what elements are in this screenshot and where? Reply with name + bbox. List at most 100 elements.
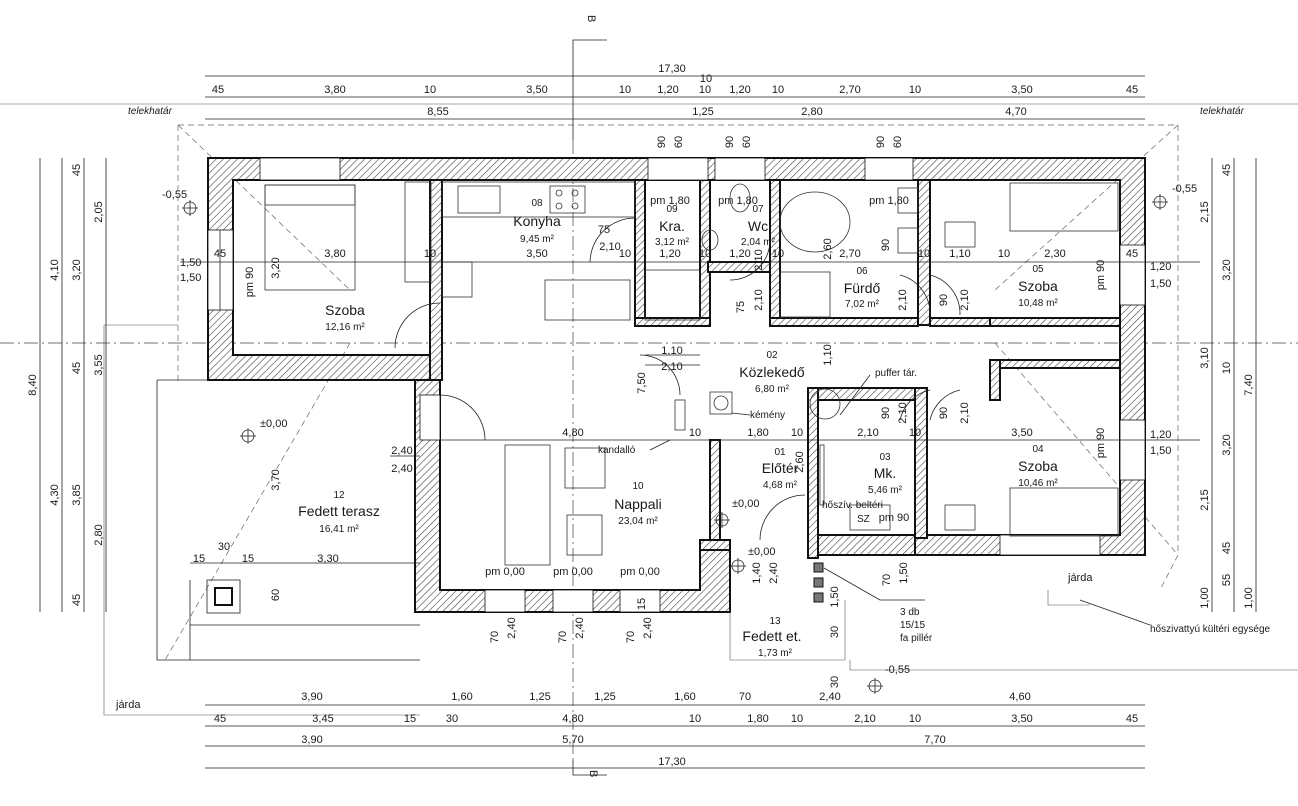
room-number: 13 [769, 616, 781, 627]
furniture [264, 181, 1298, 671]
dim-top-r1: 10 [424, 84, 436, 96]
dim-bottom-r3: 3,90 [301, 734, 322, 746]
dim-left-a: 4,30 [49, 484, 61, 505]
parapet-heights: pm 1,80 pm 1,80 pm 1,80 pm 90 pm 90 pm 9… [244, 195, 1107, 578]
room-labels: 08 Konyha 9,45 m² 09 Kra. 3,12 m² 07 Wc … [298, 198, 1058, 659]
dim-bottom-r1: 2,40 [819, 691, 840, 703]
parapet-label: pm 1,80 [718, 195, 758, 207]
dim-interior-a: 2,70 [839, 248, 860, 260]
dim-interior-misc: 75 [598, 224, 610, 236]
room-number: 09 [666, 204, 678, 215]
dim-top-r1: 3,50 [526, 84, 547, 96]
annotation-heatpump-outdoor: hőszivattyú kültéri egysége [1150, 624, 1271, 635]
room-number: 05 [1032, 264, 1044, 275]
dim-interior-misc: 2,60 [794, 451, 806, 472]
dim-right-window: 1,20 [1150, 429, 1171, 441]
door-mark: 90 [938, 407, 950, 419]
dim-interior-a: 10 [998, 248, 1010, 260]
dim-interior-a: 10 [619, 248, 631, 260]
dim-bottom-overall: 17,30 [658, 756, 686, 768]
dim-right-b: 10 [1221, 362, 1233, 374]
dim-interior-a: 10 [699, 248, 711, 260]
room-area: 2,04 m² [741, 237, 776, 248]
room-name: Mk. [874, 465, 897, 481]
wall-mark: 90 [656, 136, 668, 148]
parapet-label: pm 0,00 [485, 566, 525, 578]
annotation-chimney: kémény [750, 410, 785, 421]
dim-interior-misc: 2,60 [822, 238, 834, 259]
dim-right-a: 2,15 [1199, 201, 1211, 222]
dim-bottom-r2: 10 [689, 713, 701, 725]
dim-interior-a: 10 [918, 248, 930, 260]
dim-interior-b: 3,50 [1011, 427, 1032, 439]
dim-interior-b: 10 [791, 427, 803, 439]
dim-interior-misc: 15 [193, 553, 205, 565]
door-mark: 70 [557, 631, 569, 643]
parapet-label: pm 0,00 [553, 566, 593, 578]
dim-left-c: 2,80 [93, 524, 105, 545]
dim-left-c: 2,05 [93, 201, 105, 222]
dim-left-window: 1,50 [180, 257, 201, 269]
dims-top: 17,30 10 45 3,80 10 3,50 10 1,20 10 1,20… [212, 63, 1138, 148]
dim-interior-misc: 2,40 [391, 463, 412, 475]
annotations: kémény kandalló puffer tár. hőszív. belt… [115, 368, 1271, 711]
dim-interior-misc: 2,10 [959, 289, 971, 310]
parapet-label: pm 0,00 [620, 566, 660, 578]
dim-left-b: 45 [71, 594, 83, 606]
door-mark: 2,10 [897, 402, 909, 423]
dim-interior-a: 3,50 [526, 248, 547, 260]
room-number: 10 [632, 481, 644, 492]
dim-right-window: 1,50 [1150, 445, 1171, 457]
section-mark-top: B [585, 15, 597, 22]
door-mark: 2,40 [768, 562, 780, 583]
dim-interior-misc: 60 [270, 589, 282, 601]
dim-bottom-r2: 3,45 [312, 713, 333, 725]
door-mark: 70 [489, 631, 501, 643]
dim-left-window: 1,50 [180, 272, 201, 284]
annotation-sz: SZ [857, 514, 870, 525]
windows [207, 157, 1146, 613]
room-name: Wc [748, 218, 768, 234]
dim-interior-a: 1,10 [949, 248, 970, 260]
dim-bottom-r1: 3,90 [301, 691, 322, 703]
dim-top-r2: 8,55 [427, 106, 448, 118]
dim-interior-a: 10 [424, 248, 436, 260]
dim-left-b: 3,85 [71, 484, 83, 505]
dim-interior-b: 10 [909, 427, 921, 439]
dim-right-window: 1,20 [1150, 261, 1171, 273]
door-marks: 70 2,40 70 2,40 70 2,40 15 1,40 2,40 70 … [489, 249, 971, 688]
roof-outline [164, 124, 1179, 661]
level-labels: -0,55 -0,55 ±0,00 ±0,00 ±0,00 -0,55 [162, 183, 1197, 676]
dim-interior-misc: 3,30 [317, 553, 338, 565]
dim-bottom-r2: 45 [214, 713, 226, 725]
dim-bottom-r3: 5,70 [562, 734, 583, 746]
dim-bottom-r2: 4,80 [562, 713, 583, 725]
annotation-walkway-left: járda [115, 699, 141, 711]
dim-bottom-r2: 1,80 [747, 713, 768, 725]
room-number: 01 [774, 447, 786, 458]
dim-right-a: 3,10 [1199, 347, 1211, 368]
dim-top-overall: 17,30 [658, 63, 686, 75]
dim-right-b: 45 [1221, 542, 1233, 554]
dim-interior-b: 2,10 [857, 427, 878, 439]
dim-right-c: 1,00 [1243, 587, 1255, 608]
door-mark: 1,50 [829, 586, 841, 607]
parapet-label: pm 1,80 [650, 195, 690, 207]
room-number: 06 [856, 266, 868, 277]
room-name: Szoba [1018, 278, 1058, 294]
annotation-pillar-size: 15/15 [900, 620, 925, 631]
level-label: -0,55 [162, 189, 187, 201]
dim-top-r2: 4,70 [1005, 106, 1026, 118]
dim-bottom-r2: 10 [909, 713, 921, 725]
dim-top-r1: 10 [699, 84, 711, 96]
dim-bottom-r2: 45 [1126, 713, 1138, 725]
dim-left-b: 45 [71, 164, 83, 176]
dim-interior-misc: 3,20 [270, 257, 282, 278]
dim-interior-misc: 2,10 [599, 241, 620, 253]
room-name: Nappali [614, 496, 661, 512]
dim-top-r1: 1,20 [657, 84, 678, 96]
dim-interior-misc: 90 [938, 294, 950, 306]
dim-left-c: 3,55 [93, 354, 105, 375]
section-mark-bottom: B [587, 770, 599, 777]
